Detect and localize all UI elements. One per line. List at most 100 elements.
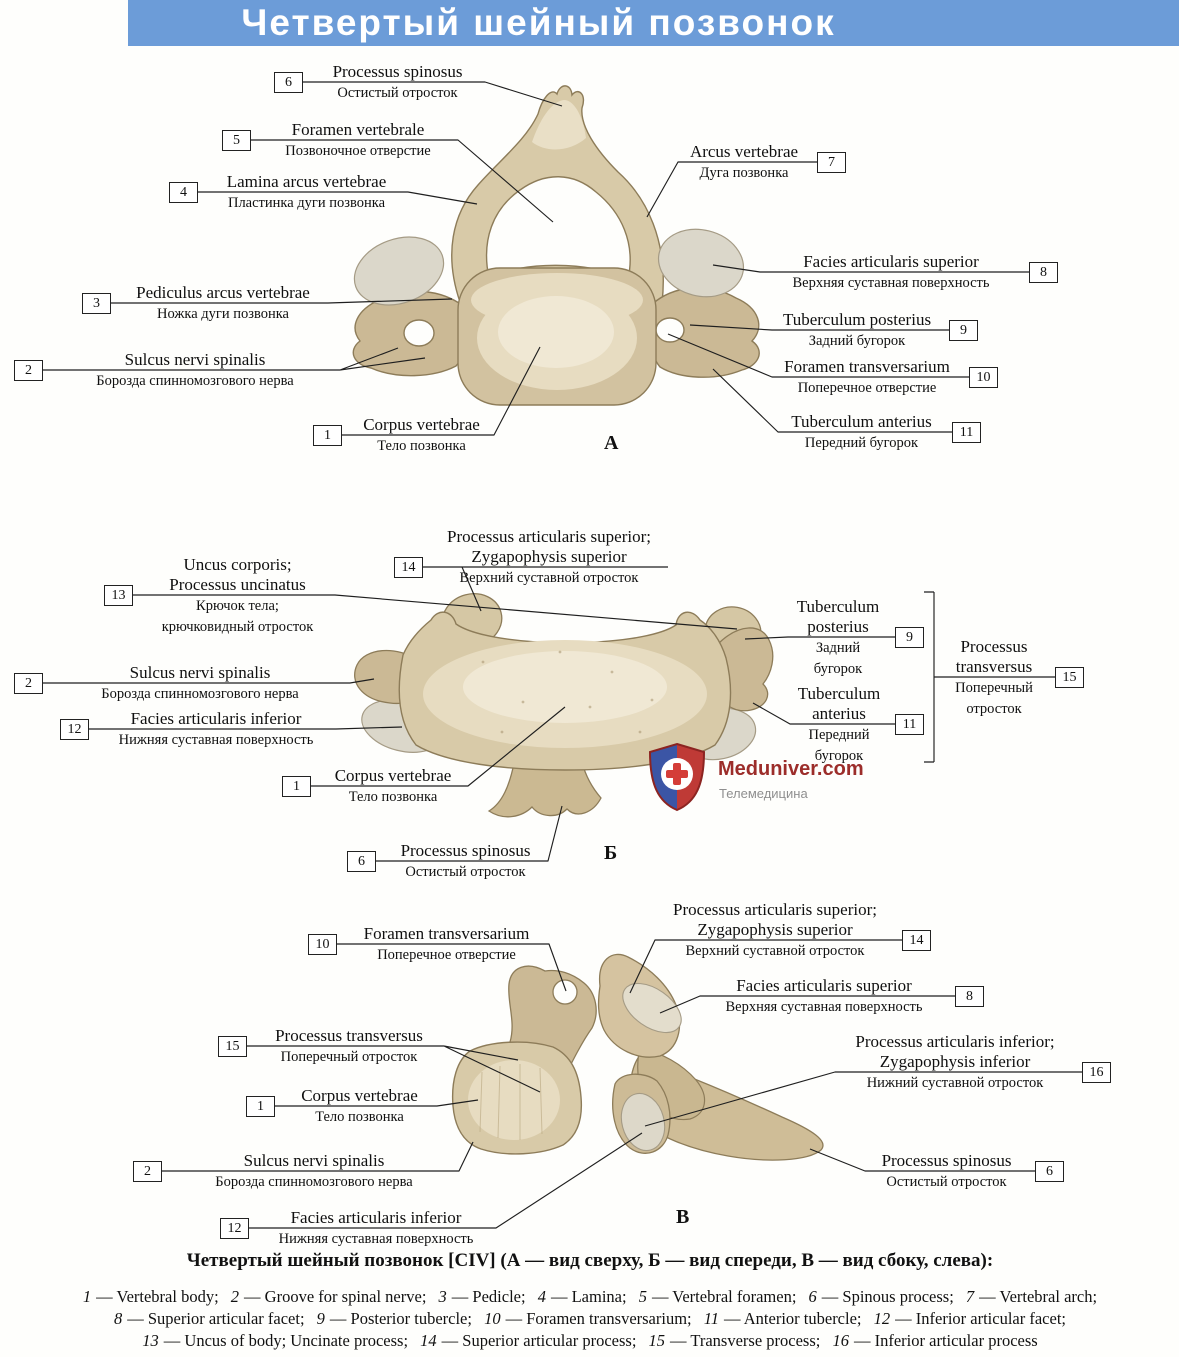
label-russian: Борозда спинномозгового нерва	[96, 373, 294, 389]
vertebra-top-view-drawing	[352, 85, 760, 406]
legend-line-3: 13— Uncus of body; Uncinate process; 14—…	[10, 1330, 1170, 1352]
legend-number: 2	[230, 1287, 240, 1306]
label-number-box: 12	[60, 719, 89, 740]
legend-text: — Spinous process;	[821, 1287, 954, 1306]
legend-number: 11	[703, 1309, 720, 1328]
label-russian: Задний бугорок	[808, 333, 906, 349]
label-russian: Борозда спинномозгового нерва	[215, 1174, 413, 1190]
leader-lines	[41, 81, 1085, 1229]
vertebra-front-view-drawing	[354, 593, 774, 818]
label-number-box: 10	[969, 367, 998, 388]
label-latin: Zygapophysis superior	[471, 547, 627, 566]
label-number-box: 6	[274, 72, 303, 93]
label-russian: Дуга позвонка	[699, 165, 789, 181]
legend-number: 4	[537, 1287, 546, 1306]
label-russian: бугорок	[814, 748, 864, 764]
label-russian: Верхний суставной отросток	[685, 943, 865, 959]
legend-text: — Lamina;	[550, 1287, 627, 1306]
label-russian: крючковидный отросток	[161, 619, 314, 635]
meduniver-watermark: Meduniver.com Телемедицина	[648, 742, 878, 818]
label-russian: Поперечное отверстие	[377, 947, 516, 963]
legend-number: 13	[142, 1331, 159, 1350]
label-russian: Поперечный отросток	[280, 1049, 418, 1065]
label-latin: Processus spinosus	[332, 62, 463, 81]
label-latin: Tuberculum	[797, 684, 881, 703]
label-russian: Поперечное отверстие	[797, 380, 937, 396]
legend-text: — Inferior articular facet;	[895, 1309, 1066, 1328]
label-number-box: 9	[895, 627, 924, 648]
view-letter-a: А	[604, 432, 619, 454]
legend-number: 14	[420, 1331, 437, 1350]
label-number-box: 1	[313, 425, 342, 446]
label-russian: Нижний суставной отросток	[866, 1075, 1044, 1091]
label-russian: Пластинка дуги позвонка	[227, 195, 386, 211]
label-latin: Tuberculum posterius	[782, 310, 932, 329]
view-letter-v: В	[676, 1206, 690, 1228]
label-latin: Tuberculum	[796, 597, 880, 616]
legend-text: — Foramen transversarium;	[505, 1309, 692, 1328]
label-russian: Тело позвонка	[377, 438, 466, 454]
figure-legend: 1— Vertebral body; 2— Groove for spinal …	[10, 1286, 1170, 1352]
callout-v-inferior-articular-process: 16 Processus articularis inferior;Zygapo…	[835, 1032, 1111, 1093]
label-number-box: 14	[902, 930, 931, 951]
label-russian: Тело позвонка	[315, 1109, 404, 1125]
label-latin: Facies articularis inferior	[290, 1208, 462, 1227]
label-number-box: 2	[14, 360, 43, 381]
legend-text: — Superior articular process;	[441, 1331, 637, 1350]
label-number-box: 15	[1055, 667, 1084, 688]
label-number-box: 12	[220, 1218, 249, 1239]
page-title: Четвертый шейный позвонок	[241, 2, 836, 43]
label-latin: Processus transversus	[275, 1026, 423, 1045]
label-number-box: 11	[895, 714, 924, 735]
label-latin: Lamina arcus vertebrae	[226, 172, 387, 191]
legend-text: — Transverse process;	[670, 1331, 821, 1350]
legend-text: — Vertebral body;	[96, 1287, 219, 1306]
callout-b-superior-articular-process: 14 Processus articularis superior;Zygapo…	[394, 527, 668, 588]
label-latin: Foramen transversarium	[363, 924, 530, 943]
watermark-brand: Meduniver.com	[718, 758, 864, 780]
label-number-box: 15	[218, 1036, 247, 1057]
label-latin: posterius	[807, 617, 869, 636]
legend-number: 16	[832, 1331, 849, 1350]
label-latin: Tuberculum anterius	[791, 412, 932, 431]
legend-number: 12	[873, 1309, 891, 1328]
legend-text: — Pedicle;	[451, 1287, 526, 1306]
label-russian: Позвоночное отверстие	[285, 143, 431, 159]
label-russian: Крючок тела;	[196, 598, 279, 614]
legend-number: 8	[114, 1309, 123, 1328]
label-latin: Foramen transversarium	[784, 357, 950, 376]
label-number-box: 2	[14, 673, 43, 694]
label-latin: Pediculus arcus vertebrae	[136, 283, 310, 302]
watermark-tagline: Телемедицина	[719, 786, 808, 801]
label-latin: Facies articularis superior	[803, 252, 979, 271]
meduniver-shield-icon	[648, 742, 706, 812]
legend-text: — Vertebral arch;	[979, 1287, 1098, 1306]
label-latin: Processus	[960, 637, 1028, 656]
label-latin: anterius	[812, 704, 866, 723]
legend-number: 10	[484, 1309, 501, 1328]
label-latin: Uncus corporis;	[183, 555, 292, 574]
label-latin: Foramen vertebrale	[291, 120, 425, 139]
label-latin: Sulcus nervi spinalis	[243, 1151, 385, 1170]
label-latin: Corpus vertebrae	[363, 415, 480, 434]
label-number-box: 1	[282, 776, 311, 797]
label-number-box: 10	[308, 934, 337, 955]
